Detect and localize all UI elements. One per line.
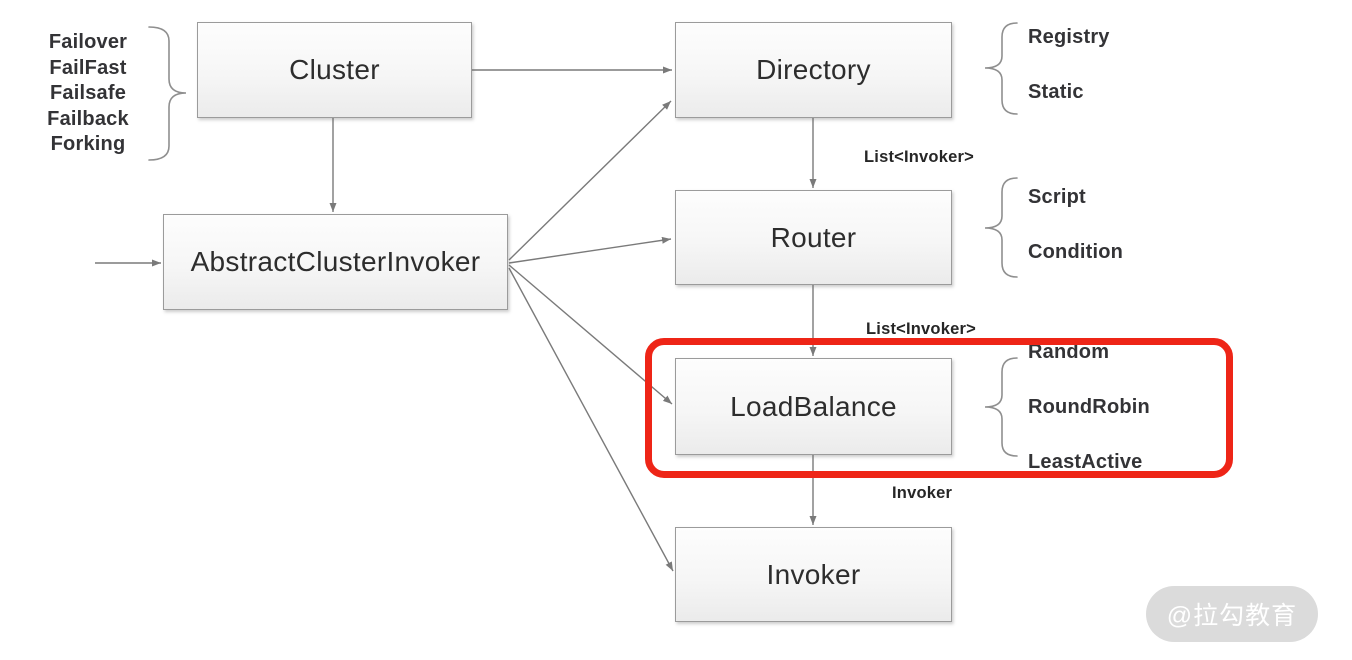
brace-directory-types — [984, 22, 1018, 115]
cluster-strategy-item: Failover — [48, 31, 128, 53]
router-type-list: Script Condition — [1028, 170, 1123, 280]
node-cluster: Cluster — [197, 22, 472, 118]
load-balance-type-item: LeastActive — [1028, 451, 1143, 473]
watermark-badge: @拉勾教育 — [1146, 586, 1318, 642]
node-directory: Directory — [675, 22, 952, 118]
edge-label-router-to-load-balance: List<Invoker> — [866, 320, 976, 338]
node-abstract-cluster-invoker: AbstractClusterInvoker — [163, 214, 508, 310]
node-invoker: Invoker — [675, 527, 952, 622]
arrow-aci-to-directory — [508, 100, 672, 261]
edge-label-load-balance-to-invoker: Invoker — [892, 484, 953, 502]
brace-router-types — [984, 177, 1018, 278]
arrow-aci-to-load-balance — [508, 264, 673, 405]
cluster-strategy-list: Failover FailFast Failsafe Failback Fork… — [36, 30, 140, 158]
cluster-strategy-item: Failsafe — [49, 82, 127, 104]
directory-type-item: Registry — [1028, 26, 1110, 48]
brace-cluster-strategies — [148, 26, 187, 161]
router-type-item: Script — [1028, 186, 1086, 208]
brace-load-balance-types — [984, 357, 1018, 457]
arrow-aci-to-router — [508, 236, 672, 264]
load-balance-type-item: RoundRobin — [1028, 396, 1150, 418]
load-balance-type-item: Random — [1028, 341, 1110, 363]
directory-type-list: Registry Static — [1028, 10, 1110, 120]
cluster-strategy-item: Forking — [50, 133, 126, 155]
node-load-balance: LoadBalance — [675, 358, 952, 455]
edge-label-directory-to-router: List<Invoker> — [864, 148, 974, 166]
load-balance-type-list: Random RoundRobin LeastActive — [1028, 325, 1150, 490]
arrow-aci-to-invoker — [508, 267, 674, 572]
cluster-strategy-item: Failback — [47, 107, 129, 130]
cluster-strategy-item: FailFast — [49, 56, 127, 79]
router-type-item: Condition — [1028, 241, 1124, 263]
node-router: Router — [675, 190, 952, 285]
directory-type-item: Static — [1028, 81, 1084, 103]
